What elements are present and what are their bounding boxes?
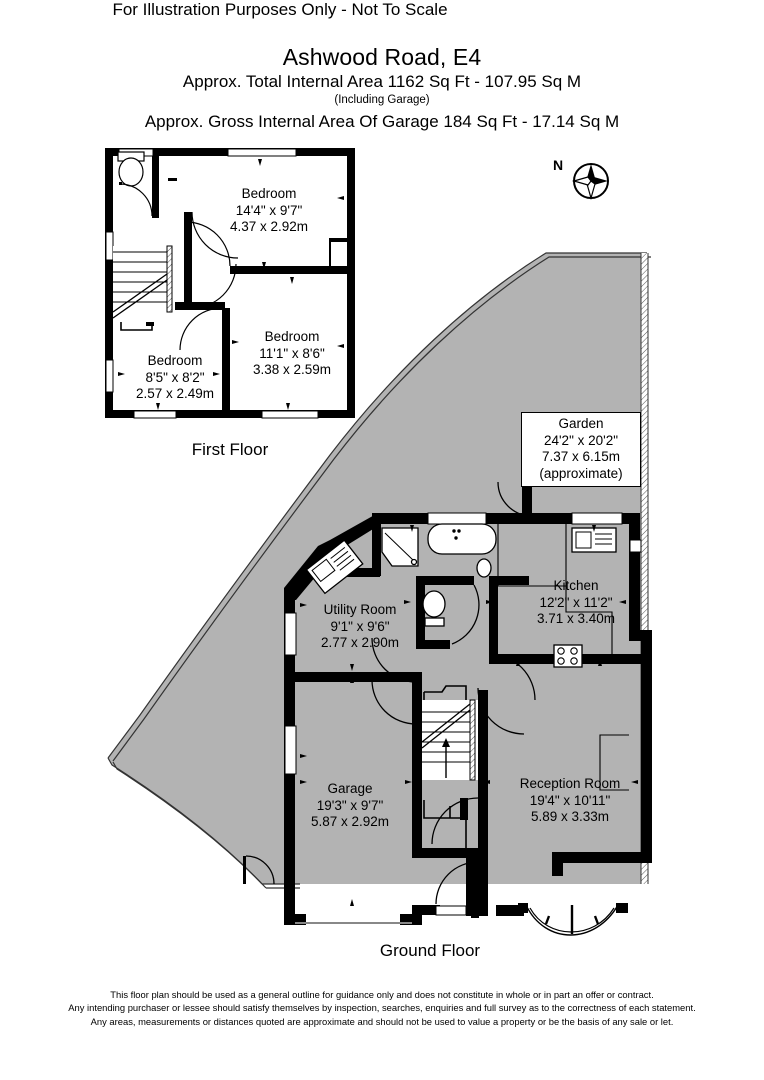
kitchen-fixtures	[497, 524, 617, 668]
including-garage-note: (Including Garage)	[334, 94, 430, 106]
room-label-bedroom-3: Bedroom 8'5" x 8'2" 2.57 x 2.49m	[135, 353, 215, 401]
bay-window	[518, 903, 628, 936]
garden-door-jamb	[522, 478, 532, 516]
ground-floor-doors	[371, 481, 536, 905]
garage-internal-area: Approx. Gross Internal Area Of Garage 18…	[144, 112, 620, 131]
room-label-garage: Garage 19'3" x 9'7" 5.87 x 2.92m	[310, 781, 390, 829]
room-label-utility-room: Utility Room 9'1" x 9'6" 2.77 x 2.90m	[320, 602, 400, 650]
bathroom-fixtures	[381, 523, 497, 578]
room-label-reception-room: Reception Room 19'4" x 10'11" 5.89 x 3.3…	[519, 776, 621, 824]
entrance-arrow	[466, 892, 484, 918]
page-title: Ashwood Road, E4	[282, 44, 482, 70]
first-floor-plan	[105, 148, 355, 419]
dimension-ticks	[118, 159, 344, 410]
wc-fixture	[422, 590, 446, 627]
ground-floor-caption: Ground Floor	[379, 941, 481, 960]
disclaimer-line-2: Any intending purchaser or lessee should…	[68, 1002, 696, 1014]
utility-sink	[305, 539, 364, 595]
total-internal-area: Approx. Total Internal Area 1162 Sq Ft -…	[182, 72, 582, 91]
disclaimer-line-1: This floor plan should be used as a gene…	[110, 989, 654, 1000]
room-label-garden: Garden 24'2" x 20'2" 7.37 x 6.15m (appro…	[521, 412, 641, 487]
first-floor-staircase	[112, 245, 175, 322]
ground-floor-windows	[284, 512, 642, 916]
first-floor-caption: First Floor	[191, 440, 269, 459]
reception-alcove	[599, 734, 629, 791]
room-label-bedroom-1: Bedroom 14'4" x 9'7" 4.37 x 2.92m	[229, 186, 309, 234]
disclaimer-line-3: Any areas, measurements or distances quo…	[90, 1015, 674, 1027]
ground-floor-plan	[284, 478, 652, 936]
compass-north-label: N	[553, 157, 564, 173]
ground-dimension-ticks	[300, 525, 638, 906]
disclaimer: This floor plan should be used as a gene…	[22, 988, 742, 1028]
room-label-bedroom-2: Bedroom 11'1" x 8'6" 3.38 x 2.59m	[252, 329, 332, 377]
room-label-kitchen: Kitchen 12'2" x 11'2" 3.71 x 3.40m	[536, 578, 616, 626]
illustration-note: For Illustration Purposes Only - Not To …	[112, 0, 448, 19]
garden-gate	[243, 855, 275, 885]
ground-floor-staircase	[421, 685, 478, 781]
compass-rose: N	[551, 157, 613, 205]
first-floor-wc	[117, 151, 177, 218]
